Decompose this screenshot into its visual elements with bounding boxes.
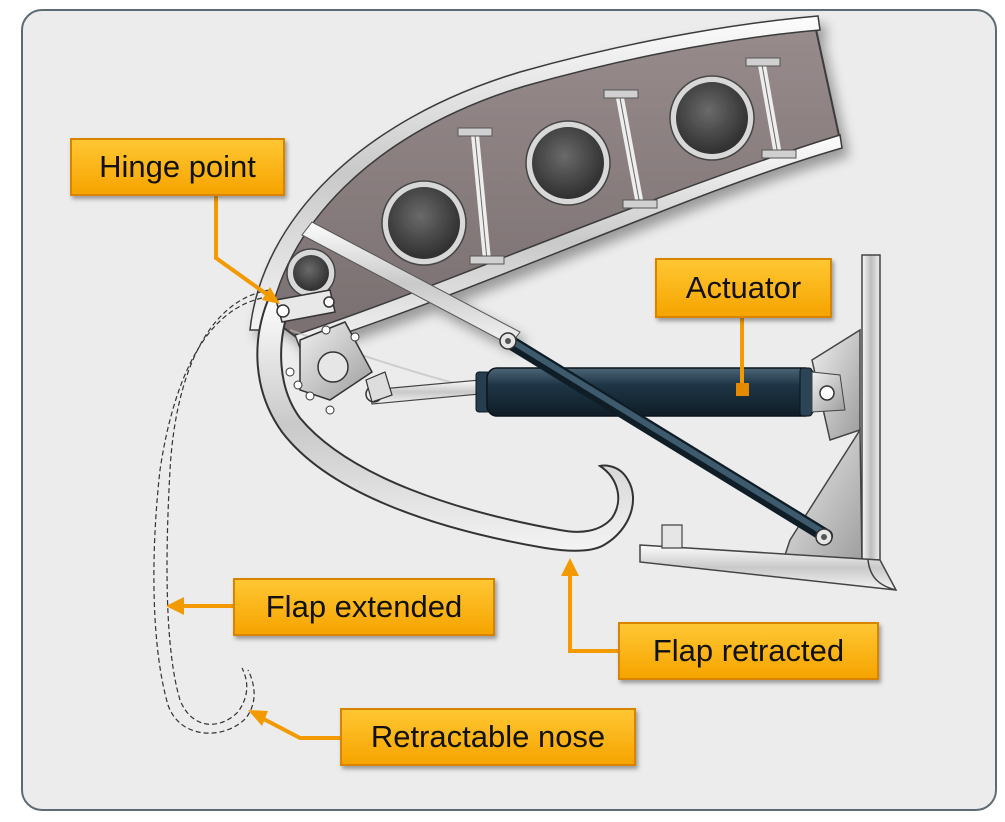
flap-extended-label: Flap extended: [233, 578, 495, 636]
flap-retracted-leader: [568, 570, 618, 653]
retractable-nose-leader: [257, 714, 340, 740]
leader-arrowheads: [166, 287, 749, 726]
retractable-nose-arrowhead: [248, 710, 268, 726]
flap-extended-outline: [166, 289, 271, 725]
actuator-marker: [736, 383, 749, 396]
push-rod: [499, 332, 833, 546]
hinge-point-leader: [214, 190, 274, 300]
hinge-mechanism: [275, 289, 373, 415]
hinge-point-arrowhead: [262, 287, 280, 304]
flap-retracted-label: Flap retracted: [618, 622, 879, 680]
flap-extended-arrowhead: [166, 597, 184, 615]
flap-extended-outline-inner: [153, 297, 263, 734]
leader-lines: [178, 190, 744, 740]
actuator-label: Actuator: [655, 258, 832, 318]
wing-structure: [249, 15, 843, 349]
hinge-point-label: Hinge point: [70, 138, 285, 196]
rear-bracket: [639, 254, 898, 591]
flap-retracted-arrowhead: [561, 558, 579, 576]
retractable-nose-label: Retractable nose: [340, 708, 636, 766]
